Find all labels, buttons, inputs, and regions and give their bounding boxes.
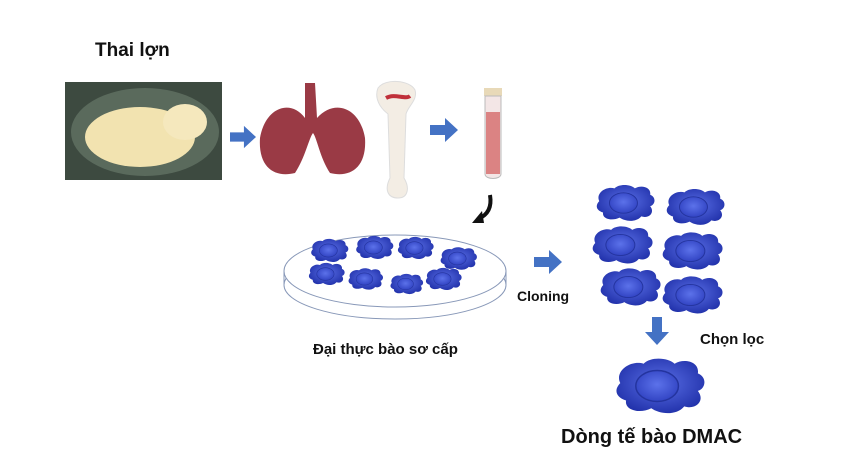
cloning-label: Cloning [517, 288, 570, 304]
cell-icon [309, 237, 351, 264]
lung-image [259, 83, 366, 175]
pig-fetus-image [65, 82, 222, 180]
arrow-down-icon [645, 317, 669, 345]
blood-tube-image [484, 88, 502, 179]
fetus-label: Thai lợn [95, 40, 170, 61]
primary-macrophages-label: Đại thực bào sơ cấp [313, 341, 458, 358]
cell-line-label: Dòng tế bào DMAC [561, 426, 743, 448]
arrow-right-icon [430, 118, 458, 142]
cell-icon [307, 261, 347, 287]
cell-icon [389, 272, 425, 296]
bone-image [376, 81, 417, 199]
cell-icon [660, 229, 726, 273]
cell-icon [660, 273, 726, 317]
cell-icon [594, 182, 658, 224]
selection-label: Chọn lọc [700, 331, 765, 348]
cell-icon [664, 186, 728, 228]
cell-icon [347, 266, 385, 292]
curved-arrow-icon [472, 194, 493, 223]
cell-icon [598, 265, 664, 309]
cell-icon [590, 223, 656, 267]
arrow-right-icon [534, 249, 562, 275]
cell-icon [354, 234, 396, 261]
cell-icon [396, 235, 436, 261]
arrow-right-icon [230, 125, 256, 149]
cell-icon [611, 354, 711, 418]
cell-icon [424, 266, 464, 292]
